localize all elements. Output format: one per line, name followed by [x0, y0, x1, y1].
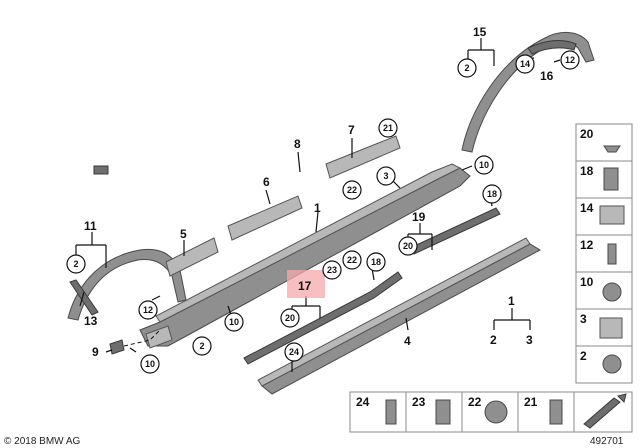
callout-14: 14 [515, 54, 535, 74]
bottom-cell-24: 24 [349, 391, 407, 433]
svg-text:2: 2 [580, 349, 587, 363]
svg-text:18: 18 [580, 164, 594, 178]
svg-text:22: 22 [347, 185, 357, 195]
svg-text:10: 10 [479, 160, 489, 170]
highlight-17 [287, 270, 325, 298]
svg-text:12: 12 [580, 238, 594, 252]
side-cell-2: 2 [575, 345, 633, 384]
svg-text:14: 14 [520, 59, 530, 69]
clip-8 [93, 165, 109, 175]
callout-24: 24 [284, 342, 304, 362]
label-8: 8 [294, 137, 301, 151]
fastener-table-bottom: 24 23 22 21 [349, 391, 633, 433]
svg-text:2: 2 [73, 259, 78, 269]
svg-text:18: 18 [487, 189, 497, 199]
side-sill-lower-4-edge [257, 237, 531, 387]
wheel-arch-strip-13 [69, 279, 99, 316]
svg-text:22: 22 [347, 255, 357, 265]
legend-label-1: 1 [508, 294, 515, 308]
svg-text:12: 12 [143, 305, 153, 315]
label-11: 11 [84, 219, 97, 233]
svg-text:2: 2 [199, 341, 204, 351]
side-cell-18: 18 [575, 160, 633, 199]
callout-2-c: 2 [192, 336, 212, 356]
svg-text:10: 10 [229, 317, 239, 327]
label-9: 9 [92, 345, 99, 359]
svg-text:18: 18 [371, 257, 381, 267]
bracket-6 [227, 195, 303, 241]
svg-text:21: 21 [383, 123, 393, 133]
callout-21: 21 [378, 118, 398, 138]
callout-20-a: 20 [398, 236, 418, 256]
arrow-icon [583, 393, 627, 429]
svg-text:12: 12 [565, 55, 575, 65]
callout-10-c: 10 [140, 354, 160, 374]
side-cell-10: 10 [575, 271, 633, 310]
label-16: 16 [540, 69, 554, 83]
bottom-cell-22: 22 [461, 391, 519, 433]
svg-text:24: 24 [356, 395, 370, 409]
legend-label-3: 3 [526, 333, 533, 347]
side-cell-14: 14 [575, 197, 633, 236]
label-4: 4 [404, 334, 411, 348]
callout-10-a: 10 [474, 155, 494, 175]
callout-23: 23 [322, 260, 342, 280]
callout-3-a: 3 [376, 166, 396, 186]
side-cell-20: 20 [575, 123, 633, 162]
svg-text:20: 20 [580, 127, 594, 141]
fastener-table-side: 20 18 14 12 10 3 2 [575, 123, 633, 384]
wheel-arch-inner-16 [527, 40, 577, 55]
label-6: 6 [263, 175, 270, 189]
svg-text:3: 3 [580, 312, 587, 326]
label-1-main: 1 [314, 201, 321, 215]
svg-text:20: 20 [285, 313, 295, 323]
bottom-cell-23: 23 [405, 391, 463, 433]
svg-text:10: 10 [145, 359, 155, 369]
bracket-7 [325, 135, 401, 179]
diagram-id: 492701 [590, 436, 624, 447]
callout-18-b: 18 [366, 252, 386, 272]
svg-text:20: 20 [403, 241, 413, 251]
label-17: 17 [298, 279, 312, 293]
legend-label-2: 2 [490, 333, 497, 347]
callout-12-b: 12 [560, 50, 580, 70]
svg-text:22: 22 [468, 395, 482, 409]
svg-text:21: 21 [524, 395, 538, 409]
callout-10-b: 10 [224, 312, 244, 332]
side-sill-trim-top [155, 163, 462, 323]
callout-12-a: 12 [138, 300, 158, 320]
wheel-arch-trim-front [67, 248, 187, 321]
side-cell-3: 3 [575, 308, 633, 347]
callout-22-b: 22 [342, 250, 362, 270]
svg-text:24: 24 [289, 347, 299, 357]
svg-text:3: 3 [383, 171, 388, 181]
svg-text:2: 2 [464, 63, 469, 73]
trim-strip-17 [243, 271, 403, 365]
svg-text:23: 23 [412, 395, 426, 409]
callout-20-b: 20 [280, 308, 300, 328]
label-7: 7 [348, 123, 355, 137]
callout-2-b: 2 [457, 58, 477, 78]
clip-9 [109, 339, 125, 355]
label-13: 13 [84, 314, 98, 328]
bottom-cell-arrow [573, 391, 633, 433]
svg-text:10: 10 [580, 275, 594, 289]
label-15: 15 [473, 25, 487, 39]
bracket-front-lower [145, 325, 173, 349]
label-5: 5 [180, 227, 187, 241]
callout-22-a: 22 [342, 180, 362, 200]
bracket-5 [165, 237, 219, 277]
callout-2-a: 2 [66, 254, 86, 274]
svg-text:23: 23 [327, 265, 337, 275]
svg-text:14: 14 [580, 201, 594, 215]
label-19: 19 [412, 210, 426, 224]
side-cell-12: 12 [575, 234, 633, 273]
bottom-cell-21: 21 [517, 391, 575, 433]
callout-18-a: 18 [482, 184, 502, 204]
copyright: © 2018 BMW AG [4, 436, 81, 447]
